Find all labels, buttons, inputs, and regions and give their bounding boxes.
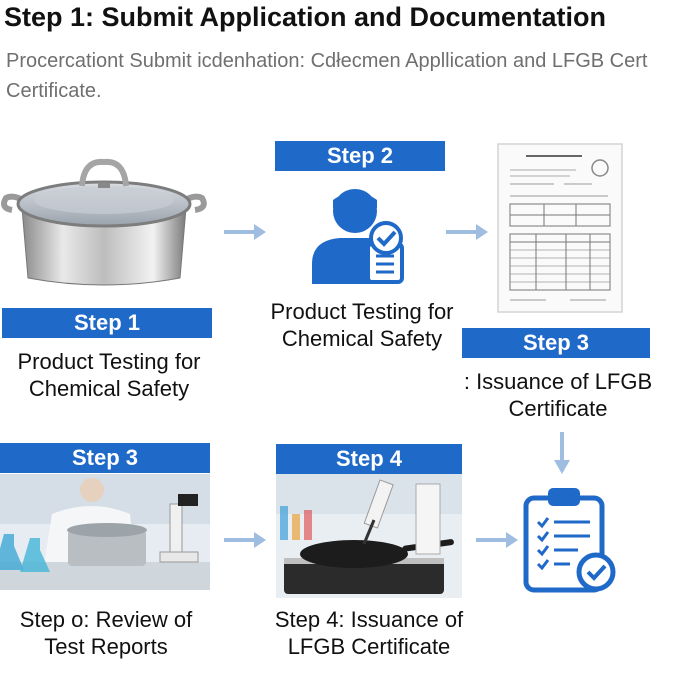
arrow-right-icon bbox=[446, 224, 488, 240]
page-title: Step 1: Submit Application and Documenta… bbox=[4, 2, 607, 32]
step-3-lab-banner: Step 3 bbox=[0, 443, 210, 473]
step-4-banner: Step 4 bbox=[276, 444, 462, 474]
step-1-banner: Step 1 bbox=[2, 308, 212, 338]
step-3-banner: Step 3 bbox=[462, 328, 650, 358]
step-4-caption: Step 4: Issuance of LFGB Certificate bbox=[274, 607, 464, 659]
step-2-caption: Product Testing for Chemical Safety bbox=[270, 299, 454, 351]
cooking-pot-image bbox=[1, 158, 207, 286]
person-checkmark-icon bbox=[312, 189, 404, 284]
certificate-document-image bbox=[497, 143, 623, 313]
step-3-caption: : Issuance of LFGB Certificate bbox=[463, 369, 653, 421]
step-2-banner: Step 2 bbox=[275, 141, 445, 171]
arrow-down-icon bbox=[554, 432, 570, 474]
arrow-right-icon bbox=[476, 532, 518, 548]
step-1-caption: Product Testing for Chemical Safety bbox=[17, 349, 201, 401]
arrow-right-icon bbox=[224, 224, 266, 240]
step-review-caption: Step o: Review of Test Reports bbox=[19, 607, 193, 659]
page-subtitle: Proсercationt Submit icdenhation: Cdłecm… bbox=[6, 50, 648, 102]
clipboard-checklist-icon bbox=[523, 488, 616, 593]
arrow-right-icon bbox=[224, 532, 266, 548]
pan-microscope-image bbox=[276, 474, 462, 598]
lab-testing-image bbox=[0, 474, 210, 590]
